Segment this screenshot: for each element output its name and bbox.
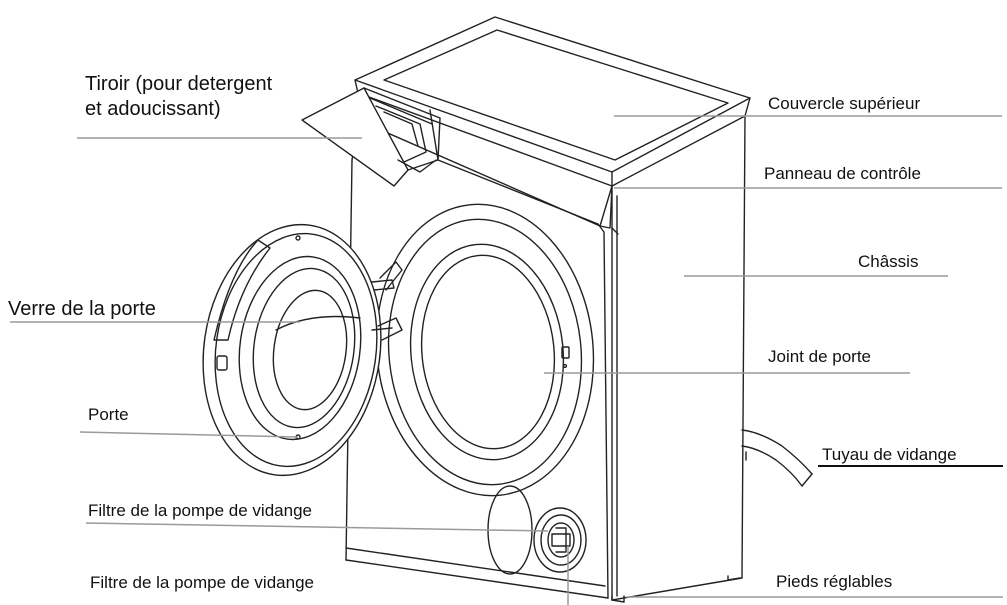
label-feet: Pieds réglables [776, 572, 893, 591]
door-shape [202, 223, 403, 477]
label-pump-filter-2: Filtre de la pompe de vidange [90, 573, 314, 592]
label-door: Porte [88, 405, 129, 424]
drawer-shape [301, 87, 441, 187]
label-drain-hose: Tuyau de vidange [822, 445, 957, 464]
door-seal-shape [375, 203, 595, 497]
label-top-cover: Couvercle supérieur [768, 94, 921, 113]
label-chassis: Châssis [858, 252, 919, 271]
label-door-glass: Verre de la porte [8, 298, 156, 320]
top-cover-shape [354, 16, 751, 187]
label-door-seal: Joint de porte [768, 347, 872, 366]
drain-hose-shape [741, 429, 813, 487]
label-drawer: Tiroir (pour detergent et adoucissant) [85, 72, 272, 122]
leader-door [79, 431, 299, 438]
leader-lines [10, 115, 1003, 605]
label-drawer-line1: Tiroir (pour detergent [85, 73, 273, 95]
leader-pump-filter-1 [85, 522, 549, 532]
label-drawer-line2: et adoucissant) [85, 98, 221, 120]
label-pump-filter-1: Filtre de la pompe de vidange [88, 501, 312, 520]
label-control-panel: Panneau de contrôle [764, 164, 921, 183]
